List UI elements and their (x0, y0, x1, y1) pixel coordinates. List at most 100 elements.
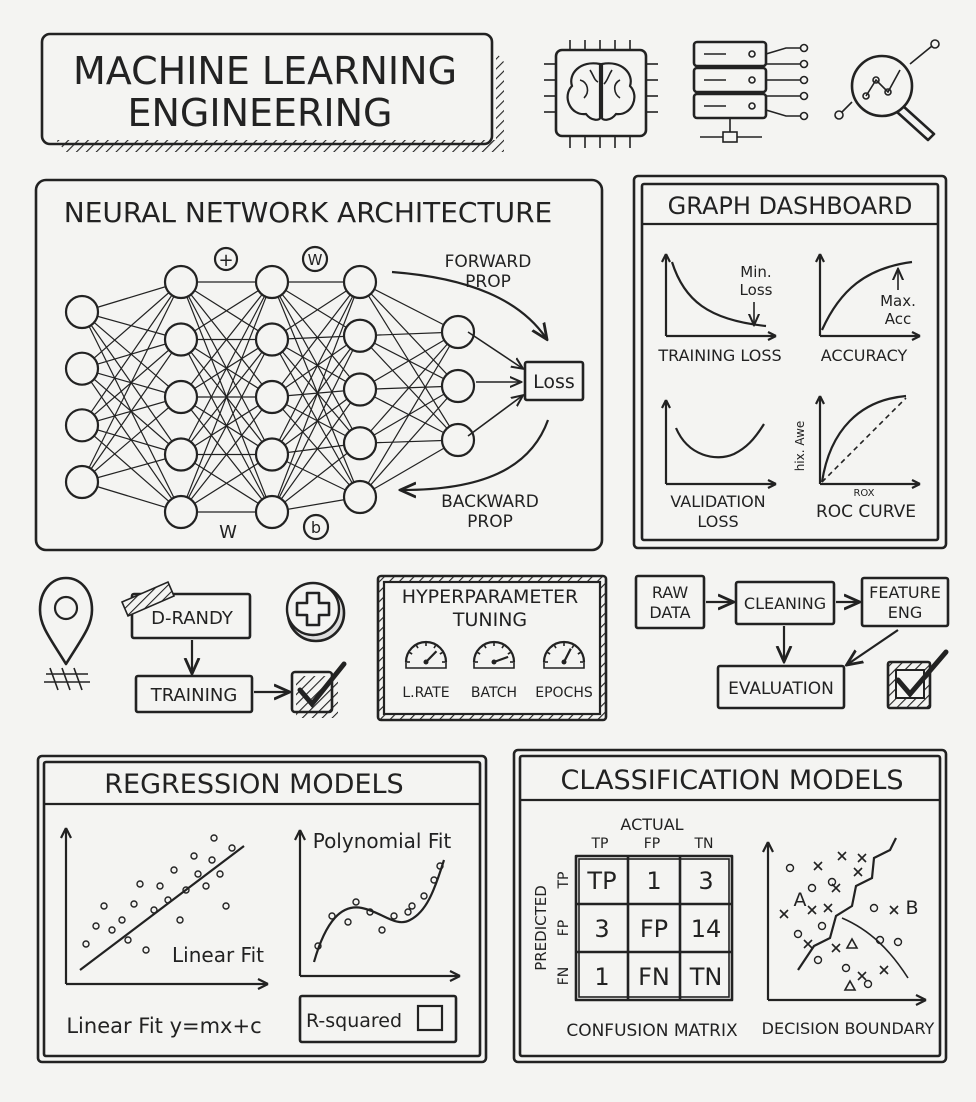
scatter-point (210, 834, 218, 842)
graph-dashboard-panel: GRAPH DASHBOARD Min. Loss TRAINING LOSS … (632, 174, 948, 550)
class-triangle-point (843, 979, 857, 991)
training-loss-label: TRAINING LOSS (657, 346, 781, 365)
class-o-point (875, 935, 885, 945)
class-triangle-point (845, 937, 859, 949)
raw-data-label-2: DATA (649, 603, 690, 622)
nn-neuron-layer-1 (64, 464, 100, 500)
scatter-point (430, 876, 438, 884)
roc-curve-label: ROC CURVE (816, 502, 916, 522)
scatter-point (136, 880, 144, 888)
nn-neuron-layer-4 (342, 318, 378, 353)
backward-arrow (402, 419, 550, 490)
checkbox-checked-icon (290, 661, 347, 718)
nn-edge (271, 281, 361, 390)
class-o-point (785, 863, 795, 873)
class-x-point (831, 883, 841, 893)
title-box: MACHINE LEARNING ENGINEERING (40, 32, 504, 152)
nn-edge (271, 396, 361, 498)
nn-edge (271, 281, 361, 337)
nn-edge (271, 442, 361, 513)
forward-label-2: PROP (465, 272, 511, 292)
raw-data-label-1: RAW (652, 583, 689, 602)
nn-neuron-layer-3 (254, 379, 290, 415)
bias-symbol-text: b (311, 518, 321, 537)
nn-neuron-layer-4 (342, 479, 378, 515)
nn-edge (271, 281, 361, 513)
matrix-row-headers: TP FP FN (556, 872, 572, 986)
polynomial-fit-label: Polynomial Fit (313, 829, 452, 853)
plus-symbol-text: + (218, 250, 233, 271)
class-o-point (827, 877, 837, 887)
scatter-point (436, 862, 444, 870)
accuracy-label: ACCURACY (821, 346, 908, 365)
pipeline-right: RAW DATA CLEANING FEATURE ENG EVALUATION (634, 574, 950, 710)
nn-neuron-layer-3 (254, 264, 290, 300)
nn-layers (64, 264, 476, 530)
nn-edge (271, 335, 361, 398)
gauge-dial (404, 640, 448, 663)
roc-y-axis-label: hix. Awe (793, 421, 807, 472)
nn-neuron-layer-5 (440, 422, 476, 458)
scatter-point (328, 912, 336, 920)
page-title-line2: ENGINEERING (127, 91, 392, 135)
matrix-cell: 1 (646, 867, 661, 895)
nn-edge (81, 453, 182, 483)
nn-edge (359, 439, 459, 498)
matrix-cell: TN (689, 963, 723, 991)
min-loss-label-2: Loss (740, 281, 773, 299)
matrix-row-header: TP (556, 872, 572, 890)
nn-edge (271, 335, 361, 455)
plus-symbol (213, 246, 239, 272)
feature-eng-label-1: FEATURE (869, 583, 941, 602)
feature-eng-box (860, 576, 950, 628)
matrix-cell: FN (638, 963, 670, 991)
class-o-point (841, 963, 851, 973)
nn-edge (81, 281, 182, 426)
scatter-point (216, 870, 224, 878)
matrix-row-header: FN (556, 967, 572, 986)
pipeline-left: D-RANDY TRAINING (120, 580, 288, 714)
scatter-point (408, 902, 416, 910)
neural-network-panel: NEURAL NETWORK ARCHITECTURE + W W b FORW… (34, 178, 604, 552)
scatter-point (366, 908, 374, 916)
nn-edge (81, 396, 182, 483)
decision-boundary-label: DECISION BOUNDARY (762, 1019, 935, 1038)
gauge-label-0: L.RATE (402, 685, 449, 701)
scatter-point (182, 886, 190, 894)
scatter-point (404, 908, 412, 916)
nn-edge (81, 339, 182, 483)
class-x-point (879, 965, 889, 975)
matrix-cell: 3 (698, 867, 713, 895)
scatter-point (202, 882, 210, 890)
accuracy-chart: Max. Acc ACCURACY (815, 253, 921, 365)
r-squared-checkbox[interactable] (416, 1004, 444, 1032)
loss-box (523, 360, 585, 402)
nn-neuron-layer-3 (254, 322, 290, 357)
backward-label-2: PROP (467, 512, 513, 532)
nn-edge (180, 281, 273, 513)
class-o-point (863, 979, 873, 989)
scatter-point (118, 916, 126, 924)
class-x-point (837, 851, 847, 861)
nn-edge (359, 281, 459, 333)
scatter-point (92, 922, 100, 930)
max-acc-label-2: Acc (885, 310, 912, 328)
matrix-col-header: FP (644, 836, 661, 852)
scatter-point (228, 844, 236, 852)
nn-neuron-layer-2 (163, 264, 199, 300)
scatter-point (124, 936, 132, 944)
nn-edge (359, 331, 459, 498)
class-x-point (813, 861, 823, 871)
polynomial-scatter-points (314, 862, 444, 950)
nn-neuron-layer-3 (254, 494, 290, 530)
class-b-label: B (905, 897, 918, 919)
validation-loss-chart: VALIDATION LOSS (661, 399, 777, 531)
nn-edge (271, 281, 361, 341)
gauge-dial (472, 640, 516, 663)
linear-fit-label: Linear Fit (172, 943, 264, 967)
scatter-point (150, 906, 158, 914)
matrix-row-header: FP (556, 920, 572, 937)
nn-edge (271, 281, 361, 398)
